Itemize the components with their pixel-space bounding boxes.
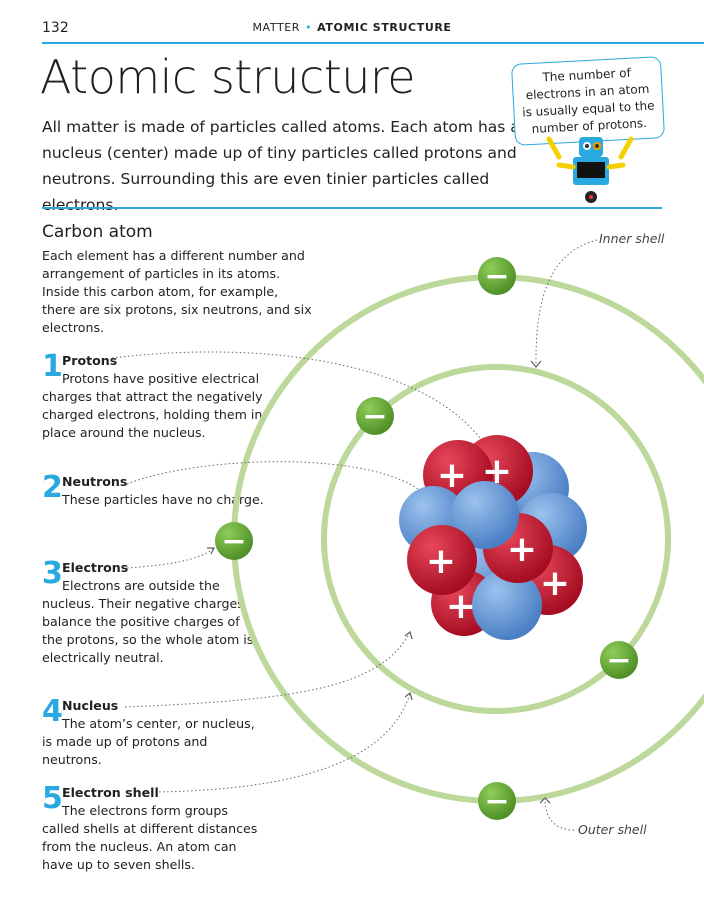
proton-plus-sign: + — [507, 529, 537, 570]
proton-plus-sign: + — [437, 455, 467, 496]
electron-minus-sign: − — [362, 399, 387, 434]
electron-minus-sign: − — [606, 643, 631, 678]
outer-shell-label: Outer shell — [578, 822, 647, 837]
proton-plus-sign: + — [540, 563, 570, 604]
proton-plus-sign: + — [426, 541, 456, 582]
proton-plus-sign: + — [446, 586, 476, 627]
electron-minus-sign: − — [484, 784, 509, 819]
electron-minus-sign: − — [221, 524, 246, 559]
electron-minus-sign: − — [484, 259, 509, 294]
proton-plus-sign: + — [482, 451, 512, 492]
inner-shell-label: Inner shell — [599, 231, 664, 246]
